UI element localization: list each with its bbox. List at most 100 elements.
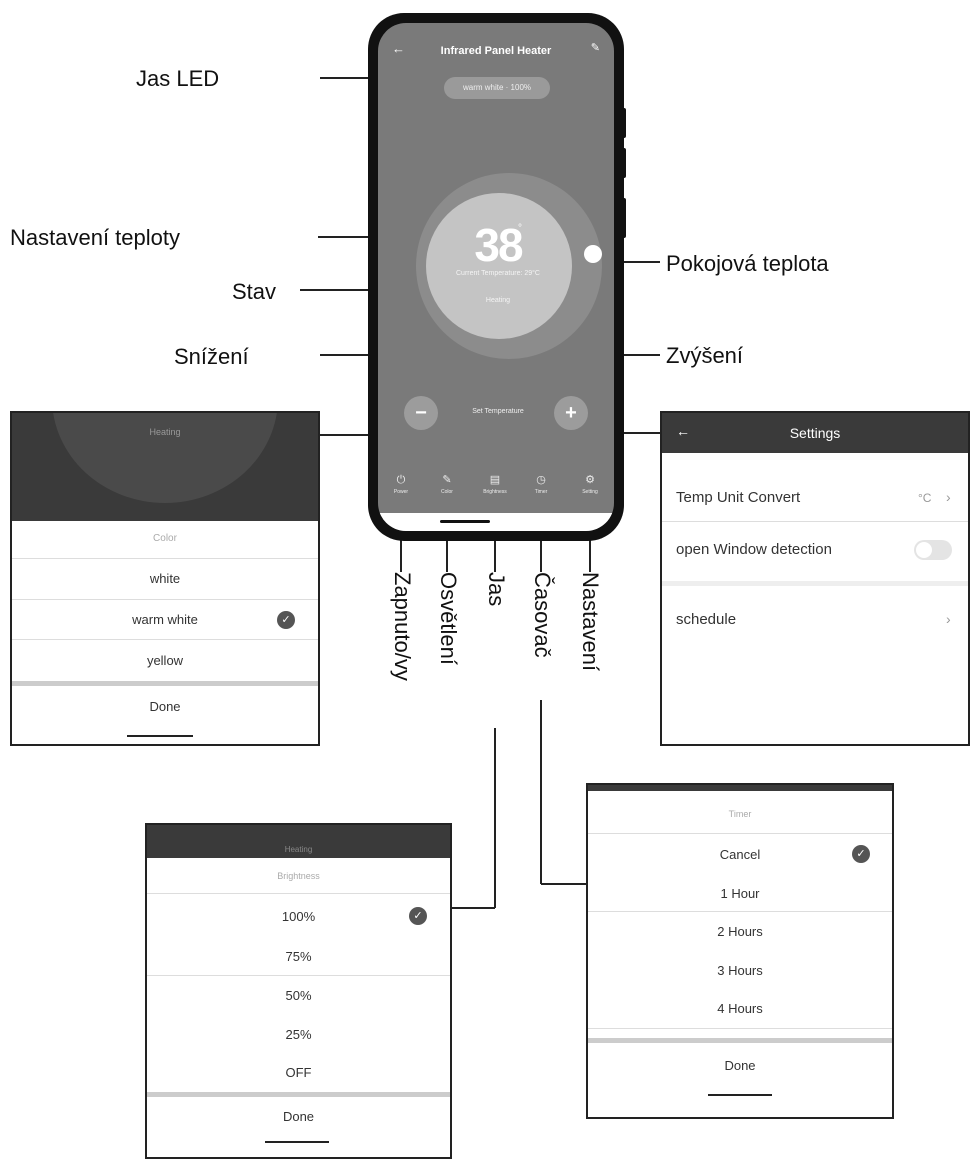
divider — [588, 1028, 892, 1029]
phone-side-button — [622, 198, 626, 238]
timer-option-cancel[interactable]: Cancel — [719, 847, 761, 862]
increase-button[interactable]: + — [554, 396, 588, 430]
chevron-right-icon: › — [946, 489, 951, 505]
color-panel-title: Color — [153, 533, 177, 544]
settings-header: ← Settings — [662, 413, 968, 453]
home-indicator — [708, 1094, 772, 1096]
set-temperature-label: Set Temperature — [472, 408, 524, 415]
timer-option-3-hours[interactable]: 3 Hours — [717, 963, 763, 978]
brightness-option-25[interactable]: 25% — [285, 1027, 312, 1042]
tab-timer[interactable]: ◷ Timer — [523, 473, 559, 497]
edit-icon[interactable]: ✎ — [590, 42, 600, 54]
check-icon: ✓ — [409, 907, 427, 925]
settings-panel: ← Settings Temp Unit Convert °C › open W… — [660, 411, 970, 746]
divider — [147, 975, 450, 976]
timer-header-bg — [588, 785, 892, 791]
dial-shadow — [52, 413, 278, 503]
phone: ← Infrared Panel Heater ✎ warm white · 1… — [368, 13, 626, 541]
temperature-dial — [426, 193, 572, 339]
tab-label: Setting — [582, 489, 598, 495]
color-option-warm-white[interactable]: warm white — [132, 612, 198, 627]
toggle-thumb — [916, 542, 932, 558]
power-icon: ⏻ — [396, 474, 406, 486]
timer-option-1-hour[interactable]: 1 Hour — [720, 886, 760, 901]
brightness-icon: ▤ — [489, 474, 501, 486]
phone-side-button — [622, 108, 626, 138]
done-button[interactable]: Done — [282, 1109, 315, 1124]
set-temperature-value: 38 — [474, 219, 523, 271]
label-nastaveni: Nastavení — [578, 572, 603, 672]
done-button[interactable]: Done — [149, 699, 181, 714]
chevron-right-icon: › — [946, 611, 951, 627]
brightness-panel-header: Heating — [284, 845, 313, 854]
temperature-unit: ° — [518, 223, 522, 234]
label-stav: Stav — [232, 279, 277, 304]
led-brightness-pill[interactable]: warm white · 100% — [444, 77, 550, 99]
brightness-option-75[interactable]: 75% — [285, 949, 312, 964]
brightness-option-off[interactable]: OFF — [285, 1065, 312, 1080]
decrease-button[interactable]: − — [404, 396, 438, 430]
home-indicator — [127, 735, 193, 737]
tab-label: Timer — [534, 489, 548, 495]
color-panel: Heating Color white warm white ✓ yellow … — [10, 411, 320, 746]
tab-power[interactable]: ⏻ Power — [383, 473, 419, 497]
color-panel-header: Heating — [149, 427, 181, 437]
color-option-yellow[interactable]: yellow — [146, 653, 184, 668]
divider — [588, 1038, 892, 1043]
done-button[interactable]: Done — [724, 1058, 756, 1073]
divider — [147, 1092, 450, 1097]
check-icon: ✓ — [277, 611, 295, 629]
tab-brightness[interactable]: ▤ Brightness — [477, 473, 513, 497]
tab-label: Power — [393, 489, 409, 495]
divider — [662, 581, 968, 586]
label-casovac: Časovač — [530, 572, 555, 658]
temp-unit-value[interactable]: °C — [918, 491, 932, 505]
tab-label: Brightness — [483, 489, 507, 495]
back-arrow-icon[interactable]: ← — [676, 423, 690, 439]
brightness-panel-title: Brightness — [277, 871, 320, 881]
open-window-detection-label: open Window detection — [676, 541, 832, 558]
label-jas: Jas — [484, 572, 509, 607]
check-icon: ✓ — [852, 845, 870, 863]
label-nastaveni-teploty: Nastavení teploty — [10, 225, 180, 250]
divider — [12, 599, 318, 600]
temp-unit-label: Temp Unit Convert — [676, 489, 801, 506]
open-window-detection-toggle[interactable] — [914, 540, 952, 560]
tab-setting[interactable]: ⚙ Setting — [572, 473, 608, 497]
settings-title: Settings — [789, 425, 841, 441]
app-title: Infrared Panel Heater — [440, 45, 552, 57]
tab-color[interactable]: ✎ Color — [429, 473, 465, 497]
dial-knob[interactable] — [584, 245, 602, 263]
room-temperature: Current Temperature: 29°C — [456, 270, 540, 277]
timer-option-2-hours[interactable]: 2 Hours — [717, 924, 763, 939]
timer-panel-title: Timer — [728, 809, 752, 819]
tab-label: Color — [441, 489, 453, 495]
label-pokojova-teplota: Pokojová teplota — [666, 251, 829, 276]
divider — [588, 833, 892, 834]
divider — [12, 639, 318, 640]
color-panel-header-bg: Heating — [12, 413, 318, 521]
timer-option-4-hours[interactable]: 4 Hours — [717, 1001, 763, 1016]
divider — [662, 521, 968, 522]
brightness-panel: Heating Brightness 100% ✓ 75% 50% 25% OF… — [145, 823, 452, 1159]
label-snizeni: Snížení — [174, 344, 249, 369]
divider — [147, 893, 450, 894]
timer-panel: Timer Cancel ✓ 1 Hour 2 Hours 3 Hours 4 … — [586, 783, 894, 1119]
schedule-label[interactable]: schedule — [676, 611, 737, 628]
divider — [12, 558, 318, 559]
label-osvetleni: Osvětlení — [436, 572, 461, 665]
divider — [588, 911, 892, 912]
heater-state: Heating — [485, 297, 511, 304]
home-indicator — [265, 1141, 329, 1143]
brightness-option-100[interactable]: 100% — [281, 909, 316, 924]
color-icon: ✎ — [442, 474, 452, 486]
label-jas-led: Jas LED — [136, 66, 220, 91]
back-arrow-icon[interactable]: ← — [392, 41, 405, 56]
label-zapnuto-vy: Zapnuto/vy — [390, 572, 415, 681]
home-indicator — [440, 520, 490, 523]
brightness-option-50[interactable]: 50% — [285, 988, 312, 1003]
timer-icon: ◷ — [536, 474, 546, 486]
color-option-white[interactable]: white — [149, 571, 181, 586]
setting-icon: ⚙ — [585, 474, 595, 486]
divider — [12, 681, 318, 686]
